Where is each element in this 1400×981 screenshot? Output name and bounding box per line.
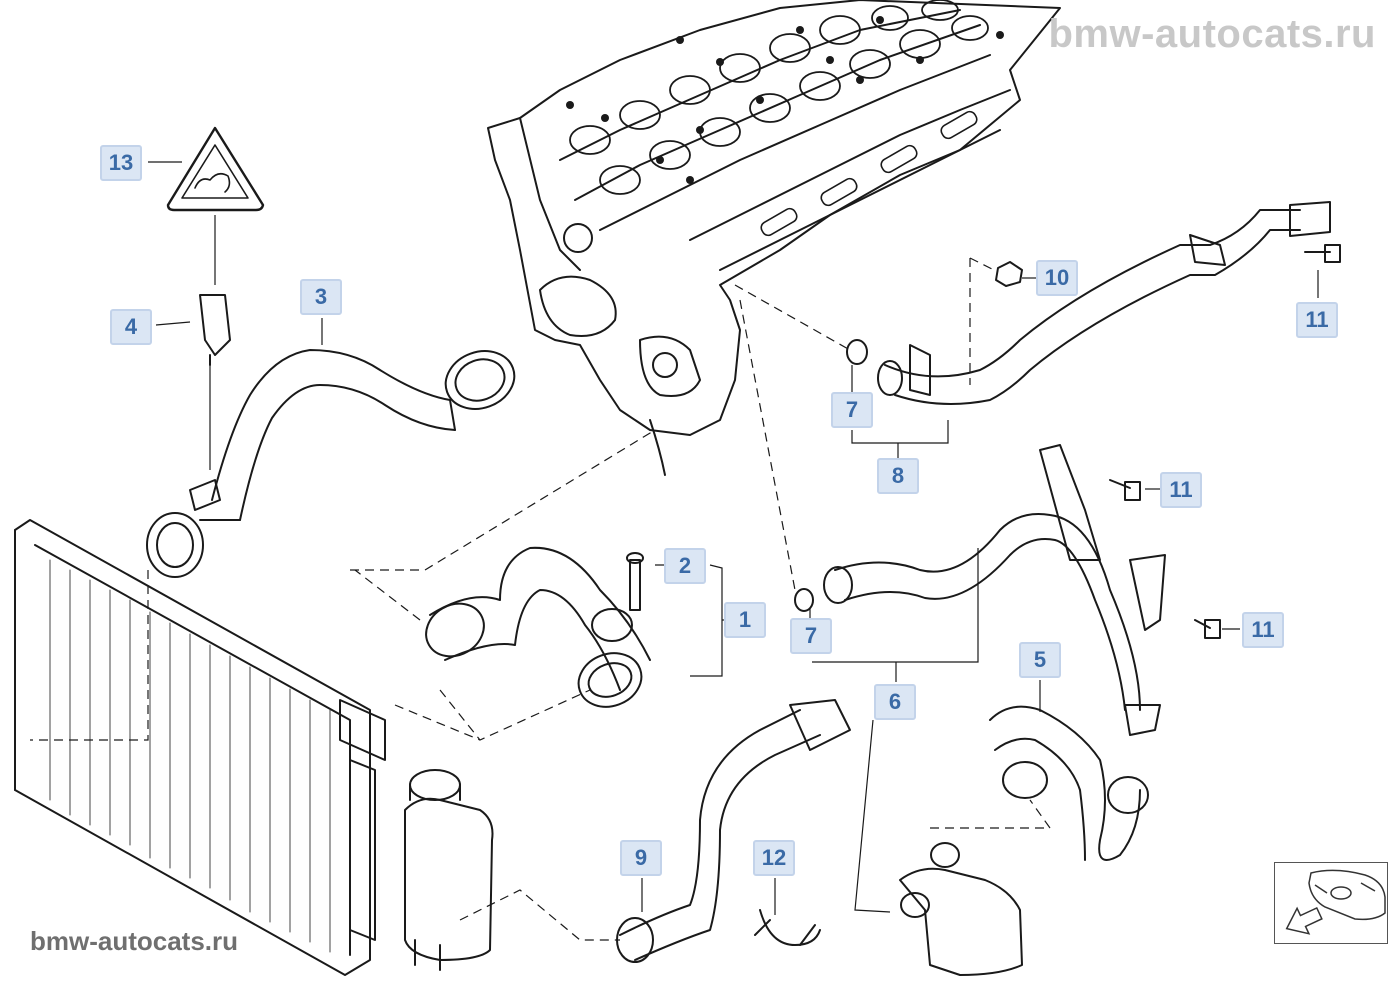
- callout-13[interactable]: 13: [100, 145, 142, 181]
- bolt-11-lower: [1194, 619, 1221, 639]
- bolt-11-middle: [1109, 479, 1141, 501]
- callout-12[interactable]: 12: [753, 840, 795, 876]
- cylinder-head: [487, 0, 1061, 476]
- hose-1: [425, 546, 651, 708]
- sensor-4: [199, 294, 231, 366]
- callout-1[interactable]: 1: [724, 602, 766, 638]
- expansion-tank: [404, 769, 494, 971]
- watermark-bottom: bmw-autocats.ru: [30, 926, 239, 956]
- callout-7-lower[interactable]: 7: [790, 618, 832, 654]
- bolt-10: [995, 261, 1023, 287]
- clip-12: [754, 909, 821, 946]
- callout-6[interactable]: 6: [874, 684, 916, 720]
- watermark-top: bmw-autocats.ru: [1048, 12, 1376, 56]
- vehicle-thumbnail-arrow-icon: [1285, 869, 1386, 935]
- water-pump: [899, 842, 1023, 976]
- hose-9: [616, 699, 851, 963]
- callout-10[interactable]: 10: [1036, 260, 1078, 296]
- hose-3: [146, 349, 516, 578]
- radiator: [14, 519, 386, 976]
- bolt-11-upper: [1304, 244, 1341, 263]
- callout-11-middle[interactable]: 11: [1160, 472, 1202, 508]
- hot-coolant-warning-icon: [166, 126, 265, 212]
- pipe-8: [846, 201, 1331, 405]
- vehicle-thumbnail-nav[interactable]: [1274, 862, 1388, 944]
- callout-4[interactable]: 4: [110, 309, 152, 345]
- callout-8[interactable]: 8: [877, 458, 919, 494]
- callout-11-upper[interactable]: 11: [1296, 302, 1338, 338]
- callout-9[interactable]: 9: [620, 840, 662, 876]
- callout-5[interactable]: 5: [1019, 642, 1061, 678]
- callout-7-upper[interactable]: 7: [831, 392, 873, 428]
- callout-3[interactable]: 3: [300, 279, 342, 315]
- hose-5: [989, 705, 1149, 861]
- callout-2[interactable]: 2: [664, 548, 706, 584]
- callout-11-lower[interactable]: 11: [1242, 612, 1284, 648]
- pipe-6: [794, 444, 1166, 736]
